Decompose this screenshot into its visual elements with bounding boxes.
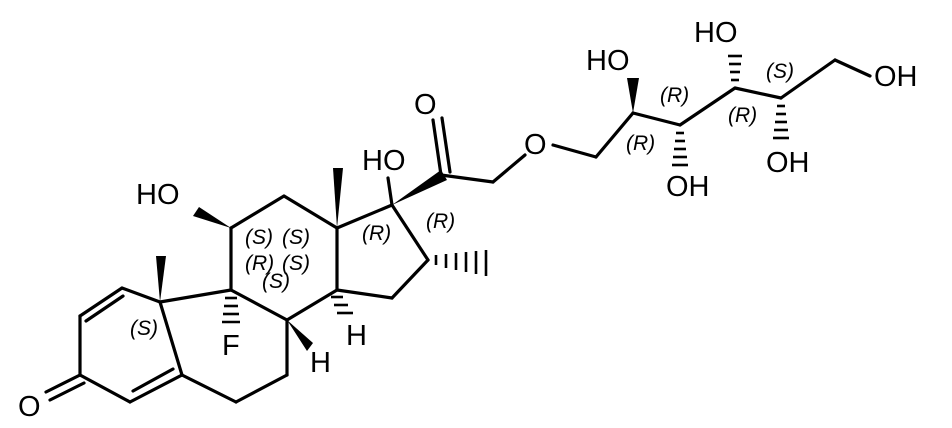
ring-c-bonds xyxy=(229,194,339,322)
c3p-oh-hash xyxy=(672,131,688,167)
stereo-c14: (S) xyxy=(282,252,310,275)
c4p-oh-hash xyxy=(728,54,742,82)
hydroxyl-c5p-label: OH xyxy=(766,147,810,179)
c14-h-hash xyxy=(331,295,353,315)
carbonyl-oxygen-label: O xyxy=(414,89,437,121)
hashed-bonds xyxy=(222,250,488,324)
hydroxyl-c3p-label: OH xyxy=(666,171,710,203)
c2p-oh-wedge xyxy=(627,78,639,113)
stereo-c17: (R) xyxy=(362,222,391,245)
c8-hydrogen-label: H xyxy=(310,347,331,379)
ring-b-bonds xyxy=(158,288,289,404)
stereo-labels: (S) (S) (S) (R) (S) (S) (R) (R) (R) (R) … xyxy=(130,60,794,340)
c16-methyl-hash xyxy=(434,250,488,276)
stereo-c13: (S) xyxy=(282,226,310,249)
hydroxyl-c4p-label: HO xyxy=(694,17,738,49)
stereo-c3p: (R) xyxy=(660,84,689,107)
c5p-oh-hash xyxy=(773,104,789,140)
stereo-c2p: (R) xyxy=(626,132,655,155)
stereo-c10: (S) xyxy=(130,317,158,340)
stereo-c9: (R) xyxy=(245,252,274,275)
hydroxyl-c2p-label: HO xyxy=(586,45,630,77)
c17-c20-wedge xyxy=(392,170,447,205)
hydroxyl-c6p-label: OH xyxy=(874,61,918,93)
atom-labels: HO F O H H HO O O HO HO OH OH OH xyxy=(18,17,918,423)
hydroxyl-c11-label: HO xyxy=(136,179,180,211)
ether-oxygen-label: O xyxy=(524,129,547,161)
sugar-chain-bonds xyxy=(594,58,872,159)
ring-a-bonds xyxy=(44,286,184,404)
stereo-c4p: (R) xyxy=(728,104,757,127)
c13-methyl-wedge xyxy=(333,168,343,228)
stereo-c11: (S) xyxy=(245,226,273,249)
hydroxyl-c17-label: HO xyxy=(362,145,406,177)
core-substituents xyxy=(156,116,598,302)
stereo-c16: (R) xyxy=(426,210,455,233)
c10-methyl-wedge xyxy=(156,256,166,302)
c9-f-hash xyxy=(222,296,240,324)
c8-h-wedge xyxy=(287,320,313,351)
c14-hydrogen-label: H xyxy=(346,320,367,352)
c11-oh-wedge xyxy=(193,207,231,228)
stereo-c8: (S) xyxy=(262,270,290,293)
fluorine-label: F xyxy=(222,330,240,362)
ketone-oxygen-label: O xyxy=(18,391,41,423)
stereo-c5p: (S) xyxy=(766,60,794,83)
ring-d-bonds xyxy=(335,203,430,300)
